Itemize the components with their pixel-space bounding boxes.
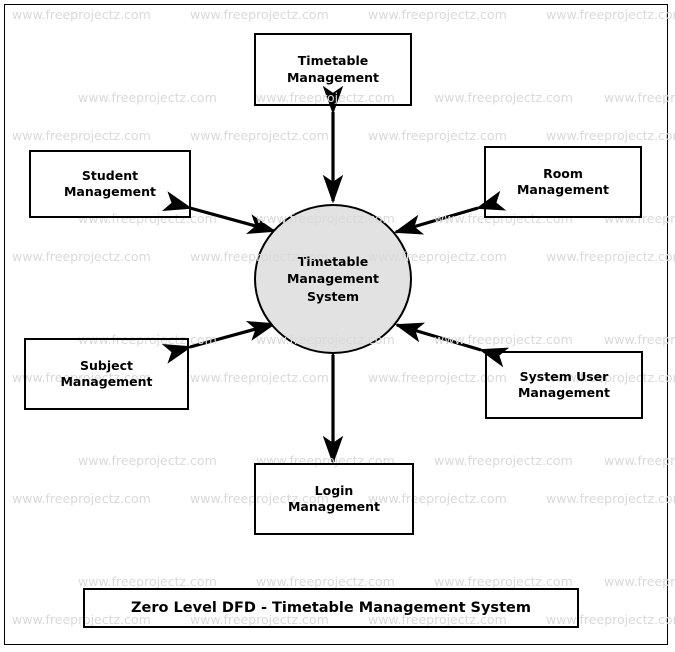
entity-label: Timetable Management: [286, 53, 379, 85]
entity-label: System User Management: [517, 368, 610, 401]
entity-system-user-management[interactable]: System User Management: [485, 351, 643, 419]
flow-room-management: [393, 190, 507, 235]
diagram-outer-frame: [4, 4, 668, 645]
process-label: Timetable Management System: [286, 254, 379, 304]
entity-room-management[interactable]: Room Management: [484, 146, 642, 218]
entity-label: Room Management: [516, 165, 609, 198]
entity-login-management[interactable]: Login Management: [254, 463, 414, 535]
entity-subject-management[interactable]: Subject Management: [24, 338, 189, 410]
entity-label: Login Management: [287, 482, 380, 515]
diagram-caption-text: Zero Level DFD - Timetable Management Sy…: [131, 600, 531, 616]
entity-student-management[interactable]: Student Management: [29, 150, 191, 218]
flow-student-management: [161, 191, 277, 234]
flow-subject-management: [161, 321, 277, 364]
flow-system-user-management: [394, 322, 510, 368]
diagram-caption-box: Zero Level DFD - Timetable Management Sy…: [83, 588, 579, 628]
entity-timetable-management[interactable]: Timetable Management: [254, 33, 412, 106]
entity-label: Subject Management: [60, 357, 153, 390]
process-timetable-management-system[interactable]: Timetable Management System: [254, 204, 412, 354]
entity-label: Student Management: [63, 167, 156, 200]
